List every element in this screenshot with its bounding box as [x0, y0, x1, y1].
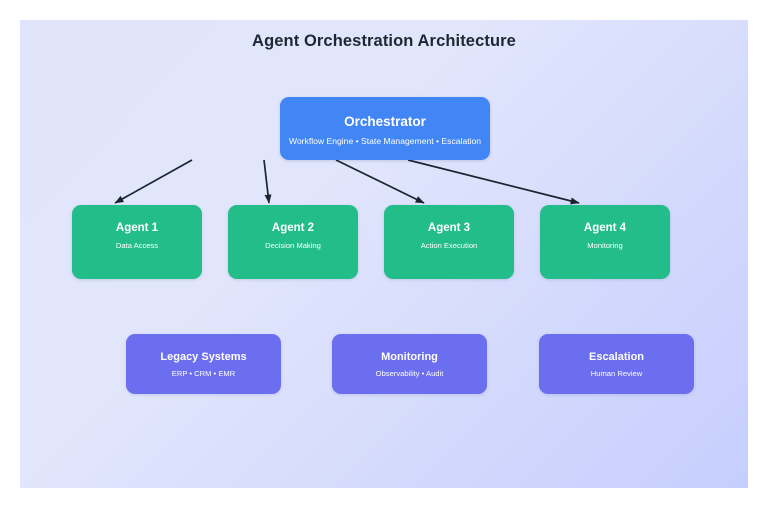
node-agent-1[interactable]: Agent 1 Data Access	[72, 205, 202, 279]
page-title: Agent Orchestration Architecture	[252, 32, 516, 50]
node-legacy-systems-subtitle: ERP • CRM • EMR	[171, 369, 236, 379]
connector-orchestrator-agent-2	[263, 159, 272, 204]
node-agent-1-title: Agent 1	[115, 222, 159, 234]
node-escalation-title: Escalation	[588, 351, 645, 363]
node-legacy-systems-title: Legacy Systems	[160, 351, 247, 363]
node-agent-4-title: Agent 4	[583, 222, 627, 234]
node-escalation[interactable]: Escalation Human Review	[539, 334, 694, 394]
node-agent-3-title: Agent 3	[427, 222, 471, 234]
node-orchestrator-title: Orchestrator	[344, 114, 426, 129]
diagram-canvas: Agent Orchestration Architecture Orchest…	[20, 20, 748, 488]
node-agent-3-subtitle: Action Execution	[420, 240, 478, 250]
node-agent-2-title: Agent 2	[271, 222, 315, 234]
node-legacy-systems[interactable]: Legacy Systems ERP • CRM • EMR	[126, 334, 281, 394]
node-monitoring[interactable]: Monitoring Observability • Audit	[332, 334, 487, 394]
node-agent-2[interactable]: Agent 2 Decision Making	[228, 205, 358, 279]
connector-orchestrator-agent-3	[335, 159, 425, 204]
node-orchestrator-subtitle: Workflow Engine • State Management • Esc…	[288, 135, 482, 146]
node-agent-4-subtitle: Monitoring	[587, 240, 623, 250]
node-escalation-subtitle: Human Review	[590, 369, 643, 379]
node-monitoring-title: Monitoring	[381, 351, 438, 363]
node-orchestrator[interactable]: Orchestrator Workflow Engine • State Man…	[280, 97, 490, 160]
node-agent-3[interactable]: Agent 3 Action Execution	[384, 205, 514, 279]
node-agent-4[interactable]: Agent 4 Monitoring	[540, 205, 670, 279]
connector-orchestrator-agent-1	[114, 159, 193, 204]
connector-orchestrator-agent-4	[407, 159, 580, 205]
node-agent-1-subtitle: Data Access	[115, 240, 159, 250]
node-monitoring-subtitle: Observability • Audit	[375, 369, 444, 379]
node-agent-2-subtitle: Decision Making	[265, 240, 321, 250]
